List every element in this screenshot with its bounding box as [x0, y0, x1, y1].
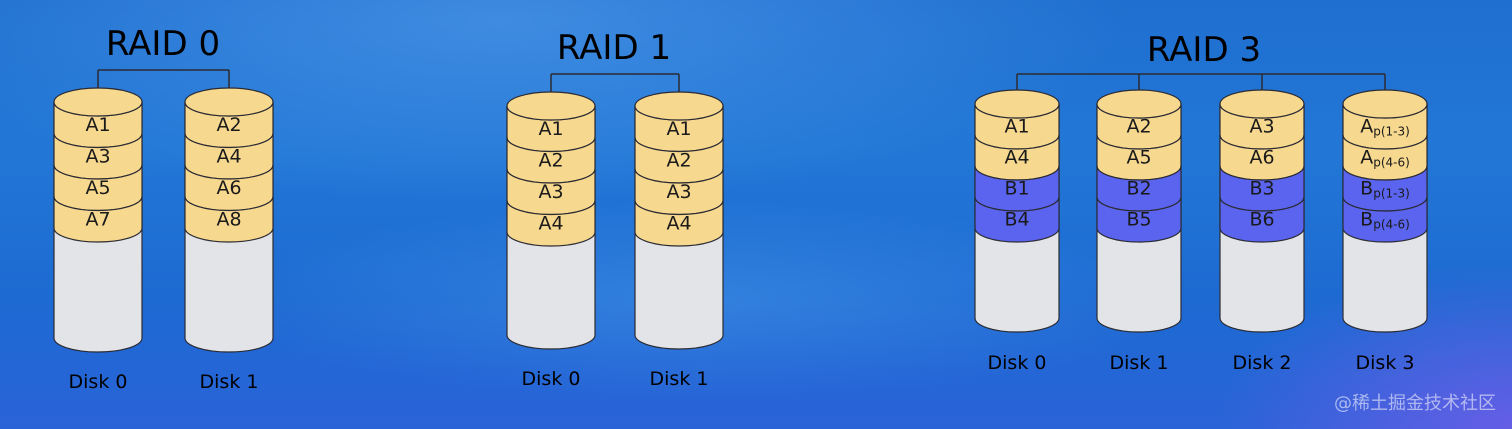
block-label: A3 [85, 145, 110, 167]
disk-label: Disk 2 [1233, 352, 1292, 374]
block-band [1219, 196, 1305, 243]
disk-top-cap [974, 89, 1060, 119]
disk-top-cap [1096, 89, 1182, 119]
disk-top-cap [1219, 89, 1305, 119]
block-label: Ap(1-3) [1360, 116, 1410, 139]
block-band [1342, 196, 1428, 243]
disk-label: Disk 0 [988, 352, 1047, 374]
block-label: A1 [1004, 116, 1029, 138]
block-label: A3 [538, 181, 563, 203]
raid-title: RAID 3 [1147, 30, 1261, 70]
disk-label: Disk 0 [69, 371, 128, 393]
block-label: A1 [666, 118, 691, 140]
block-label: A3 [1249, 116, 1274, 138]
block-label: A5 [1126, 147, 1151, 169]
block-label: A1 [85, 114, 110, 136]
block-label: B5 [1126, 209, 1151, 231]
block-band [506, 200, 596, 247]
block-label: A2 [666, 149, 691, 171]
block-label: B2 [1126, 178, 1151, 200]
disk-top-cap [506, 91, 596, 121]
watermark: @稀土掘金技术社区 [1334, 393, 1496, 414]
block-band [53, 196, 143, 243]
block-label: B3 [1249, 178, 1274, 200]
block-label: A5 [85, 177, 110, 199]
block-label: A6 [216, 177, 241, 199]
block-label: A7 [85, 208, 110, 230]
block-label: A6 [1249, 147, 1274, 169]
block-label: A4 [538, 212, 563, 234]
block-label: B4 [1004, 209, 1029, 231]
raid-title: RAID 0 [106, 24, 220, 64]
block-band [974, 196, 1060, 243]
block-label: B1 [1004, 178, 1029, 200]
block-label: A2 [538, 149, 563, 171]
block-label: Ap(4-6) [1360, 147, 1410, 170]
block-band [1096, 196, 1182, 243]
block-label: A4 [1004, 147, 1029, 169]
block-label: B6 [1249, 209, 1274, 231]
disk-label: Disk 0 [522, 368, 581, 390]
block-label: Bp(1-3) [1360, 178, 1410, 201]
disk-3: Ap(1-3) Ap(4-6) Bp(1-3) Bp(4-6) Disk 3 [1342, 74, 1428, 374]
block-label: Bp(4-6) [1360, 209, 1410, 232]
disk-label: Disk 1 [200, 371, 259, 393]
disk-label: Disk 3 [1356, 352, 1415, 374]
disk-label: Disk 1 [1110, 352, 1169, 374]
block-label: A4 [666, 212, 691, 234]
block-label: A1 [538, 118, 563, 140]
block-band [634, 200, 724, 247]
disk-top-cap [184, 87, 274, 117]
block-label: A8 [216, 208, 241, 230]
block-label: A4 [216, 145, 241, 167]
block-label: A3 [666, 181, 691, 203]
block-label: A2 [1126, 116, 1151, 138]
disk-label: Disk 1 [650, 368, 709, 390]
block-band [184, 196, 274, 243]
raid-title: RAID 1 [557, 28, 671, 68]
disk-top-cap [1342, 89, 1428, 119]
disk-top-cap [53, 87, 143, 117]
block-label: A2 [216, 114, 241, 136]
disk-top-cap [634, 91, 724, 121]
